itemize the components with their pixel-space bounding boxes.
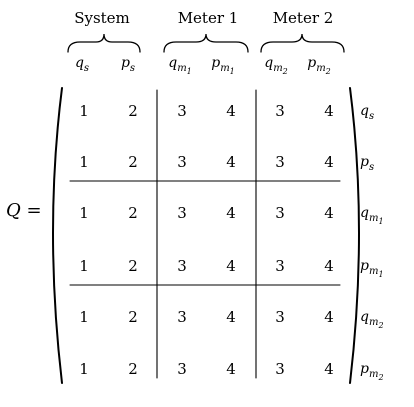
matrix-cell: 4 (324, 360, 334, 378)
matrix-cell: 2 (128, 102, 138, 120)
matrix-cell: 4 (324, 153, 334, 171)
matrix-cell: 3 (177, 204, 187, 222)
symbol-subscript: m1 (368, 212, 384, 226)
matrix-cell: 2 (128, 257, 138, 275)
symbol-base: p (360, 258, 369, 274)
symbol-base: q (360, 309, 369, 325)
matrix-cell: 1 (79, 204, 89, 222)
symbol-base: q (264, 55, 274, 71)
symbol-subscript: m2 (316, 62, 331, 76)
row-symbol: qs (360, 103, 374, 125)
matrix-cell: 4 (324, 257, 334, 275)
matrix-cell: 4 (324, 204, 334, 222)
matrix-cell: 2 (128, 153, 138, 171)
group-label-meter-2: Meter 2 (272, 9, 334, 27)
matrix-cell: 4 (226, 360, 236, 378)
matrix-cell: 3 (275, 102, 285, 120)
symbol-base: p (307, 55, 317, 71)
matrix-cell: 3 (177, 102, 187, 120)
symbol-base: p (360, 154, 369, 170)
matrix-cell: 4 (226, 153, 236, 171)
overbrace-meter-1 (163, 33, 249, 53)
symbol-subscript: m1 (177, 62, 192, 76)
left-parenthesis (52, 87, 63, 384)
column-symbol: pm1 (203, 55, 243, 80)
symbol-subscript: m1 (220, 62, 235, 76)
group-label-system: System (74, 9, 130, 27)
symbol-subscript: m2 (368, 316, 384, 330)
matrix-cell: 3 (177, 308, 187, 326)
symbol-sub-subscript: 1 (378, 216, 384, 226)
matrix-cell: 3 (177, 153, 187, 171)
symbol-sub-subscript: 2 (325, 66, 331, 76)
symbol-subscript: m2 (273, 62, 288, 76)
matrix-cell: 4 (226, 257, 236, 275)
symbol-base: q (360, 205, 369, 221)
matrix-label: Q = (6, 200, 42, 222)
matrix-cell: 1 (79, 308, 89, 326)
symbol-base: q (74, 55, 84, 71)
symbol-sub-subscript: 1 (378, 269, 384, 279)
matrix-cell: 3 (275, 360, 285, 378)
column-symbol: qm2 (256, 55, 296, 80)
symbol-subscript: s (368, 161, 375, 173)
matrix-cell: 1 (79, 360, 89, 378)
matrix-cell: 3 (177, 257, 187, 275)
symbol-base: p (360, 361, 369, 377)
symbol-subscript: s (368, 110, 375, 122)
column-symbol: qm1 (160, 55, 200, 80)
matrix-symbol: Q (6, 200, 21, 221)
column-symbol: pm2 (299, 55, 339, 80)
symbol-base: p (211, 55, 221, 71)
row-symbol: qm1 (360, 205, 384, 230)
matrix-cell: 4 (324, 308, 334, 326)
column-symbol: qs (62, 55, 102, 77)
symbol-subscript: m2 (368, 368, 384, 382)
matrix-cell: 4 (226, 204, 236, 222)
matrix-cell: 3 (275, 204, 285, 222)
symbol-base: q (360, 103, 369, 119)
symbol-sub-subscript: 1 (186, 66, 192, 76)
symbol-subscript: m1 (368, 265, 384, 279)
symbol-subscript: s (129, 62, 136, 74)
symbol-subscript: s (83, 62, 90, 74)
symbol-base: p (120, 55, 130, 71)
matrix-cell: 4 (226, 308, 236, 326)
matrix-cell: 2 (128, 308, 138, 326)
group-label-meter-1: Meter 1 (177, 9, 239, 27)
symbol-sub-subscript: 2 (378, 372, 384, 382)
column-symbol: ps (108, 55, 148, 77)
row-symbol: pm2 (360, 361, 384, 386)
row-symbol: ps (360, 154, 374, 176)
matrix-cell: 3 (275, 257, 285, 275)
matrix-cell: 1 (79, 102, 89, 120)
overbrace-meter-2 (260, 33, 345, 53)
matrix-cell: 1 (79, 153, 89, 171)
matrix-cell: 2 (128, 204, 138, 222)
matrix-cell: 1 (79, 257, 89, 275)
symbol-sub-subscript: 2 (378, 320, 384, 330)
symbol-sub-subscript: 1 (229, 66, 235, 76)
matrix-cell: 3 (275, 308, 285, 326)
row-symbol: pm1 (360, 258, 384, 283)
matrix-cell: 2 (128, 360, 138, 378)
equals-sign: = (26, 200, 42, 221)
symbol-base: q (168, 55, 178, 71)
overbrace-system (67, 33, 141, 53)
right-parenthesis (349, 87, 360, 384)
symbol-sub-subscript: 2 (282, 66, 288, 76)
matrix-cell: 3 (177, 360, 187, 378)
row-symbol: qm2 (360, 309, 384, 334)
matrix-cell: 3 (275, 153, 285, 171)
matrix-cell: 4 (324, 102, 334, 120)
matrix-cell: 4 (226, 102, 236, 120)
